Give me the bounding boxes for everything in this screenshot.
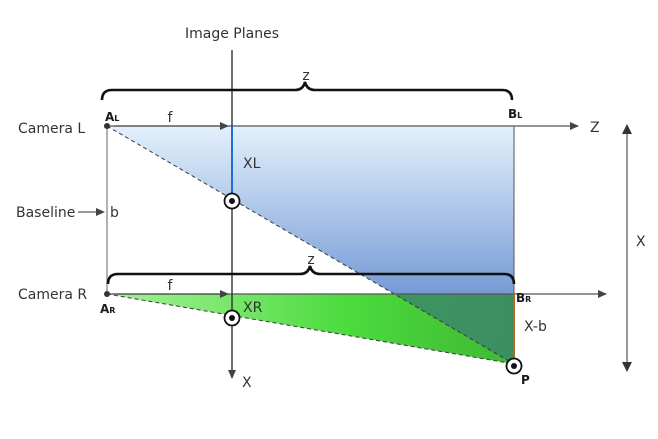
camera-l-label: Camera L (18, 121, 85, 137)
x-right-label: X (636, 234, 646, 250)
right-ray-dashed (106, 293, 515, 365)
x-minus-b-label: X-b (524, 319, 547, 335)
image-planes-label: Image Planes (185, 26, 279, 42)
f-top-label: f (168, 110, 174, 126)
xl-label: XL (243, 156, 261, 172)
b-label: b (110, 205, 119, 221)
xr-label: XR (243, 300, 263, 316)
camera-r-point (104, 291, 110, 297)
bl-label: BL (508, 107, 522, 121)
camera-r-label: Camera R (18, 287, 87, 303)
baseline-label: Baseline (16, 205, 75, 221)
z-brace-bottom (106, 265, 516, 285)
z-brace-top (100, 81, 514, 101)
br-label: BR (516, 291, 531, 305)
point-p-target-icon (505, 357, 523, 375)
x-axis-label: X (242, 375, 252, 391)
ar-label: AR (100, 302, 115, 316)
left-ray-dashed (106, 125, 515, 365)
xl-target-icon (223, 192, 241, 210)
x-arrow-top (622, 124, 632, 134)
z-axis-label: Z (590, 120, 600, 136)
f-bottom-label: f (168, 278, 174, 294)
p-label: P (521, 373, 530, 387)
x-arrow-bottom (622, 362, 632, 372)
z-bottom-label: z (307, 252, 314, 268)
camera-l-point (104, 123, 110, 129)
z-top-label: z (302, 68, 309, 84)
xr-target-icon (223, 309, 241, 327)
al-label: AL (105, 110, 119, 124)
